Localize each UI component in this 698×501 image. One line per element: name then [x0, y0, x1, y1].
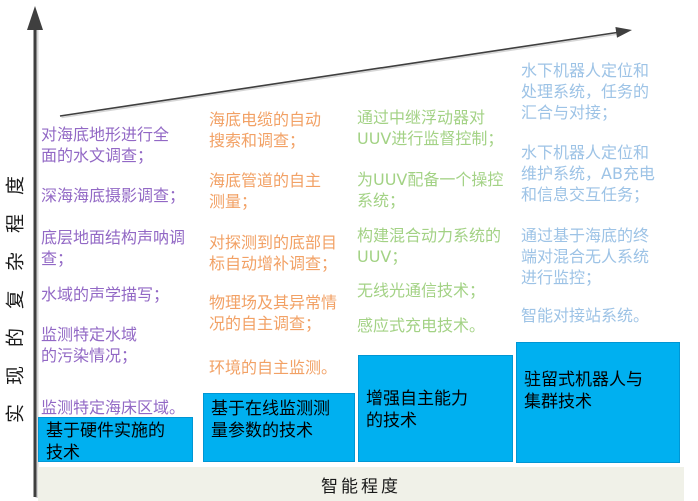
tech-item: 为UUV配备一个操控 系统； — [357, 170, 504, 210]
tech-item: 物理场及其异常情 况的自主调查； — [209, 293, 338, 333]
tech-item: 监测特定海床区域。 — [41, 398, 186, 417]
category-box-enhanced-autonomy: 增强自主能力 的技术 — [358, 355, 513, 462]
category-box-online-monitoring: 基于在线监测测 量参数的技术 — [203, 393, 355, 462]
tech-item: 对海底地形进行全 面的水文调查； — [41, 125, 170, 165]
tech-item: 环境的自主监测。 — [209, 358, 338, 377]
tech-item: 感应式充电技术。 — [357, 316, 486, 335]
category-box-label: 基于在线监测测 量参数的技术 — [211, 399, 330, 441]
y-axis-label: 实现的复杂程度 — [4, 156, 27, 424]
tech-item: 水下机器人定位和 处理系统，任务的 汇合与对接； — [521, 61, 650, 122]
category-box-resident-swarm: 驻留式机器人与 集群技术 — [516, 342, 680, 463]
tech-item: 无线光通信技术； — [357, 281, 486, 300]
tech-item: 水域的声学描写； — [41, 285, 170, 304]
category-box-label: 驻留式机器人与 集群技术 — [524, 370, 643, 412]
x-axis-bar: 智能程度 — [38, 467, 684, 501]
tech-item: 构建混合动力系统的 UUV； — [357, 226, 502, 266]
tech-item: 通过中继浮动器对 UUV进行监督控制； — [357, 108, 504, 148]
x-axis-label: 智能程度 — [321, 476, 401, 497]
tech-item: 对探测到的底部目 标自动增补调查； — [209, 233, 338, 273]
category-box-label: 基于硬件实施的 技术 — [46, 421, 165, 463]
tech-item: 监测特定水域 的污染情况； — [41, 325, 138, 365]
tech-item: 通过基于海底的终 端对混合无人系统 进行监控； — [521, 226, 650, 287]
tech-item: 海底管道的自主 测量； — [209, 171, 322, 211]
category-box-hardware: 基于硬件实施的 技术 — [38, 417, 193, 463]
tech-item: 深海海底摄影调查； — [41, 186, 186, 205]
tech-item: 智能对接站系统。 — [521, 306, 650, 325]
tech-item: 海底电缆的自动 搜索和调查； — [209, 110, 322, 150]
tech-item: 水下机器人定位和 维护系统，AB充电 和信息交互任务； — [521, 143, 655, 204]
category-box-label: 增强自主能力 的技术 — [366, 389, 468, 431]
tech-item: 底层地面结构声呐调 查； — [41, 228, 186, 268]
